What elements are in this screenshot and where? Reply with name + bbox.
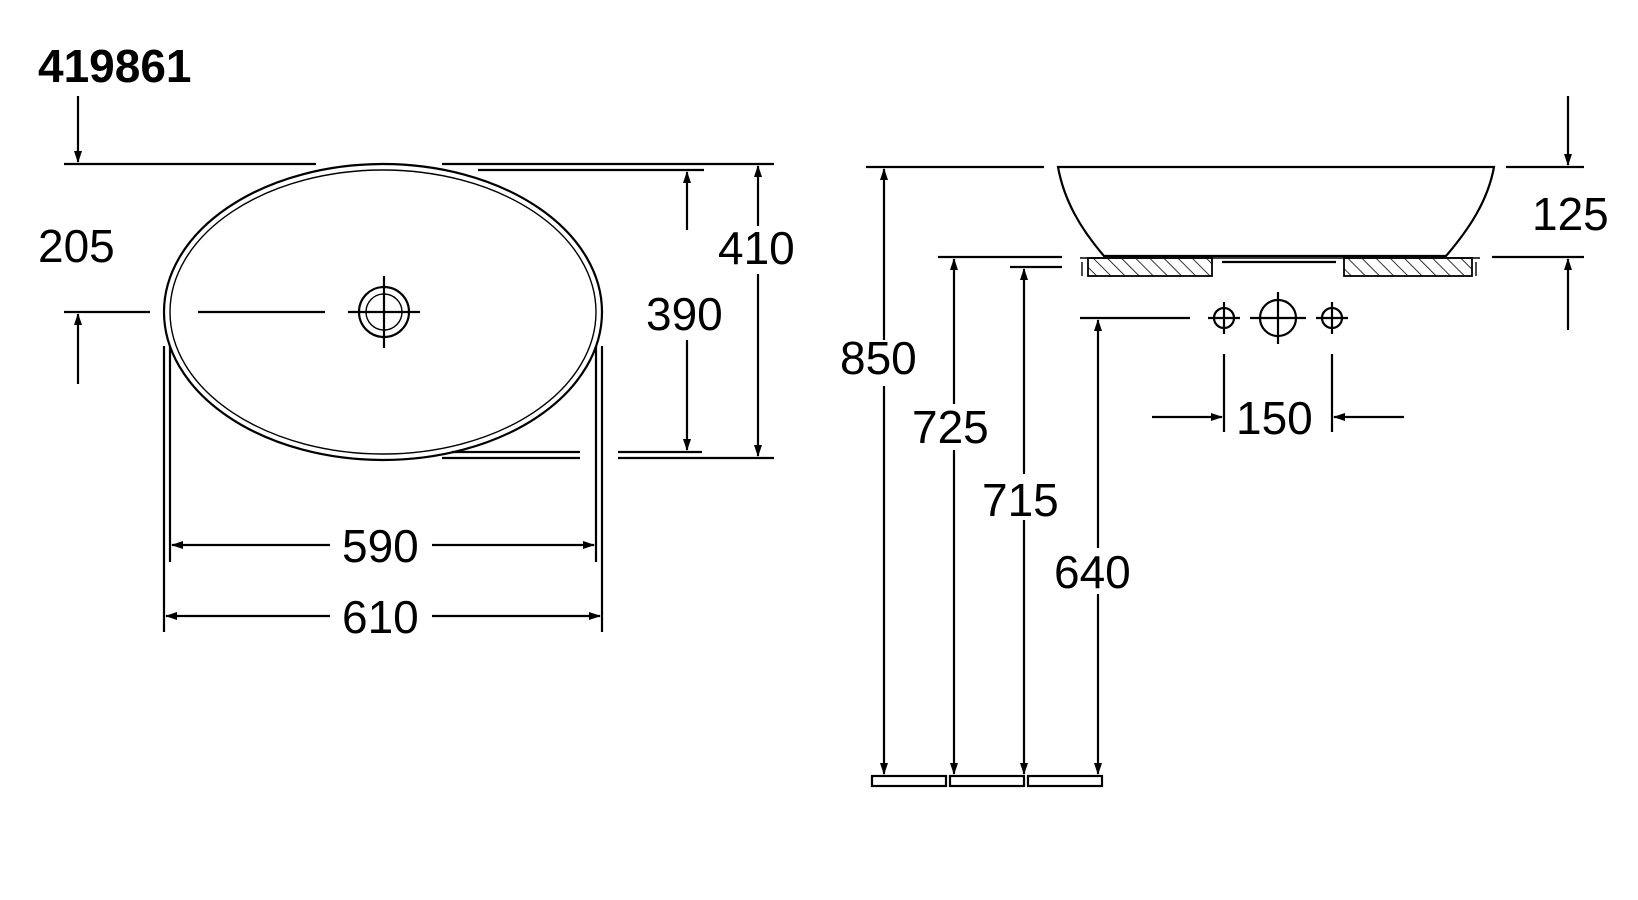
dim-205: 205 bbox=[38, 220, 115, 272]
dim-715: 715 bbox=[982, 474, 1059, 526]
floor-plate-1 bbox=[870, 774, 948, 788]
dim-610: 610 bbox=[342, 591, 419, 643]
dim-640: 640 bbox=[1054, 546, 1131, 598]
dim-590: 590 bbox=[342, 520, 419, 572]
dim-850: 850 bbox=[840, 332, 917, 384]
countertop-left bbox=[1087, 257, 1213, 277]
dim-725: 725 bbox=[912, 401, 989, 453]
tap-hole-center-icon bbox=[1250, 292, 1306, 344]
floor-plate-3 bbox=[1026, 774, 1104, 788]
dim-390: 390 bbox=[646, 288, 723, 340]
top-view: 205 390 410 590 610 bbox=[38, 96, 795, 643]
side-view: 125 150 850 725 bbox=[840, 96, 1609, 788]
countertop-right bbox=[1343, 257, 1473, 277]
article-number: 419861 bbox=[38, 40, 192, 92]
dim-125: 125 bbox=[1532, 188, 1609, 240]
floor-plate-2 bbox=[948, 774, 1026, 788]
basin-outer-rim bbox=[162, 162, 604, 462]
dim-150: 150 bbox=[1236, 392, 1313, 444]
dim-410: 410 bbox=[718, 222, 795, 274]
bowl-profile bbox=[1056, 165, 1496, 258]
tap-hole-left-icon bbox=[1208, 302, 1240, 334]
basin-inner-rim bbox=[169, 169, 597, 455]
tap-hole-right-icon bbox=[1316, 302, 1348, 334]
